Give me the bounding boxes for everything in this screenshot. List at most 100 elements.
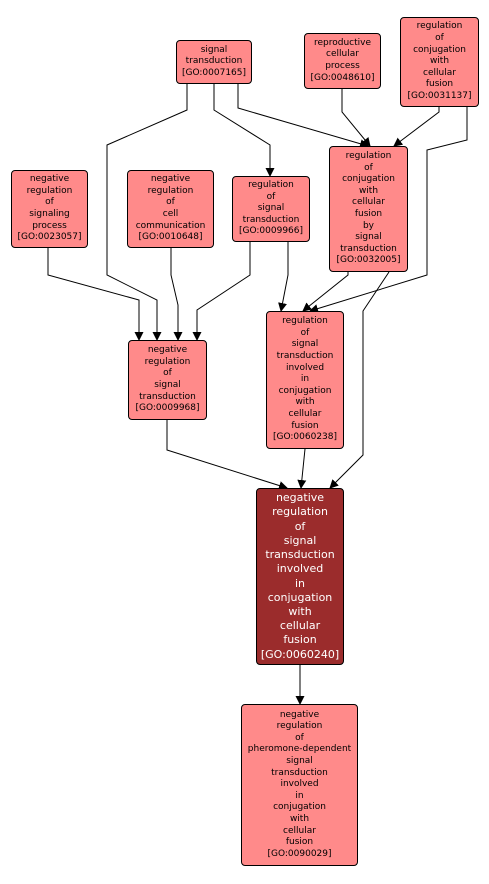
node-label-line: transduction [185,56,243,67]
node-label-line: signal [257,203,285,214]
node-label-line: [GO:0009968] [135,403,200,414]
node-label-line: of [166,197,175,208]
edge-n0007165-to-n0032005 [237,84,369,149]
edge-n0031137-to-n0060238 [309,107,468,313]
edge-n0031137-to-n0032005 [393,107,440,147]
node-label-line: in [294,576,306,590]
node-label-line: of [435,33,444,44]
edge-n0048610-to-n0032005 [341,89,371,147]
node-label-line: regulation [345,151,392,162]
node-label-line: transduction [139,391,196,402]
edge-n0007165-to-n0009966 [213,84,275,177]
node-label-line: regulation [248,180,294,191]
node-label-line: regulation [282,316,328,327]
node-label-line: regulation [272,505,328,519]
node-label-line: conjugation [278,385,332,396]
node-label-line: fusion [285,837,314,848]
node-label-line: transduction [242,214,300,225]
node-label-line: [GO:0023057] [17,232,82,243]
node-label-line: involved [280,779,319,790]
node-label-line: negative [150,174,191,185]
node-label-line: signal [154,380,181,390]
node-label-line: process [32,220,67,231]
edge-n0032005-to-n0060238 [302,272,349,312]
node-label-line: [GO:0031137] [407,90,472,101]
node-label-line: fusion [283,633,317,647]
node-label-line: [GO:0090029] [267,848,332,859]
node-label-line: signal [355,232,382,243]
node-label-line: regulation [276,721,323,732]
node-label-line: involved [276,562,324,576]
node-label-line: pheromone-dependent [247,744,352,755]
edge-n0009968-to-n0060240 [166,420,288,490]
node-label-line: [GO:0007165] [181,67,247,78]
node-label-line: transduction [276,351,334,362]
edge-n0060238-to-n0060240 [297,448,307,489]
node-label-line: signal [200,44,228,55]
node-label-line: [GO:0010648] [138,232,203,243]
node-label-line: regulation [416,21,463,32]
node-label-line: of [163,368,172,379]
node-label-line: communication [135,220,206,231]
node-label-line: with [295,397,315,408]
node-label-line: cellular [423,67,456,78]
edge-n0007165-to-n0009968 [106,84,188,341]
node-label-line: reproductive [313,37,372,48]
node-label-line: signaling [29,209,70,219]
edge-n0023057-to-n0009968 [47,248,144,341]
node-label-line: with [288,604,312,618]
node-label-line: negative [279,709,320,720]
node-label-line: by [362,220,375,231]
edge-n0009966-to-n0060238 [278,242,289,312]
node-label-line: negative [147,345,188,356]
node-label-line: signal [291,339,319,350]
node-label-line: conjugation [413,44,466,55]
node-label-line: of [294,519,306,533]
node-label-line: [GO:0009966] [238,226,304,237]
node-label-line: of [364,162,373,173]
node-label-line: of [45,197,54,208]
node-label-line: cellular [288,408,322,419]
node-label-line: [GO:0032005] [336,255,401,266]
node-label-line: in [295,790,304,801]
node-label-line: of [295,732,304,743]
node-label-line: conjugation [267,590,333,604]
node-label-line: transduction [271,767,328,778]
node-label-line: signal [283,533,317,547]
node-label-line: cellular [283,825,316,836]
node-label-line: transduction [340,243,397,254]
edge-n0009966-to-n0009968 [192,242,251,341]
node-label-line: regulation [144,356,191,367]
node-label-line: in [300,374,310,385]
node-label-line: of [266,191,276,202]
node-label-line: with [358,185,379,196]
node-label-line: cellular [352,197,385,208]
node-label-line: with [429,56,450,67]
edge-n0032005-to-n0060240 [329,271,390,489]
node-label-line: fusion [425,79,454,90]
node-label-line: cell [162,209,179,219]
node-label-line: cellular [326,49,359,60]
node-label-line: fusion [291,420,319,431]
node-label-line: [GO:0060238] [272,432,338,443]
node-label-line: [GO:0060240] [260,647,340,661]
node-label-line: regulation [26,185,73,196]
node-label-line: negative [29,174,70,185]
node-label-line: involved [285,362,325,373]
node-label-line: signal [286,756,313,767]
node-label-line: negative [275,491,325,505]
node-label-line: transduction [265,548,335,562]
